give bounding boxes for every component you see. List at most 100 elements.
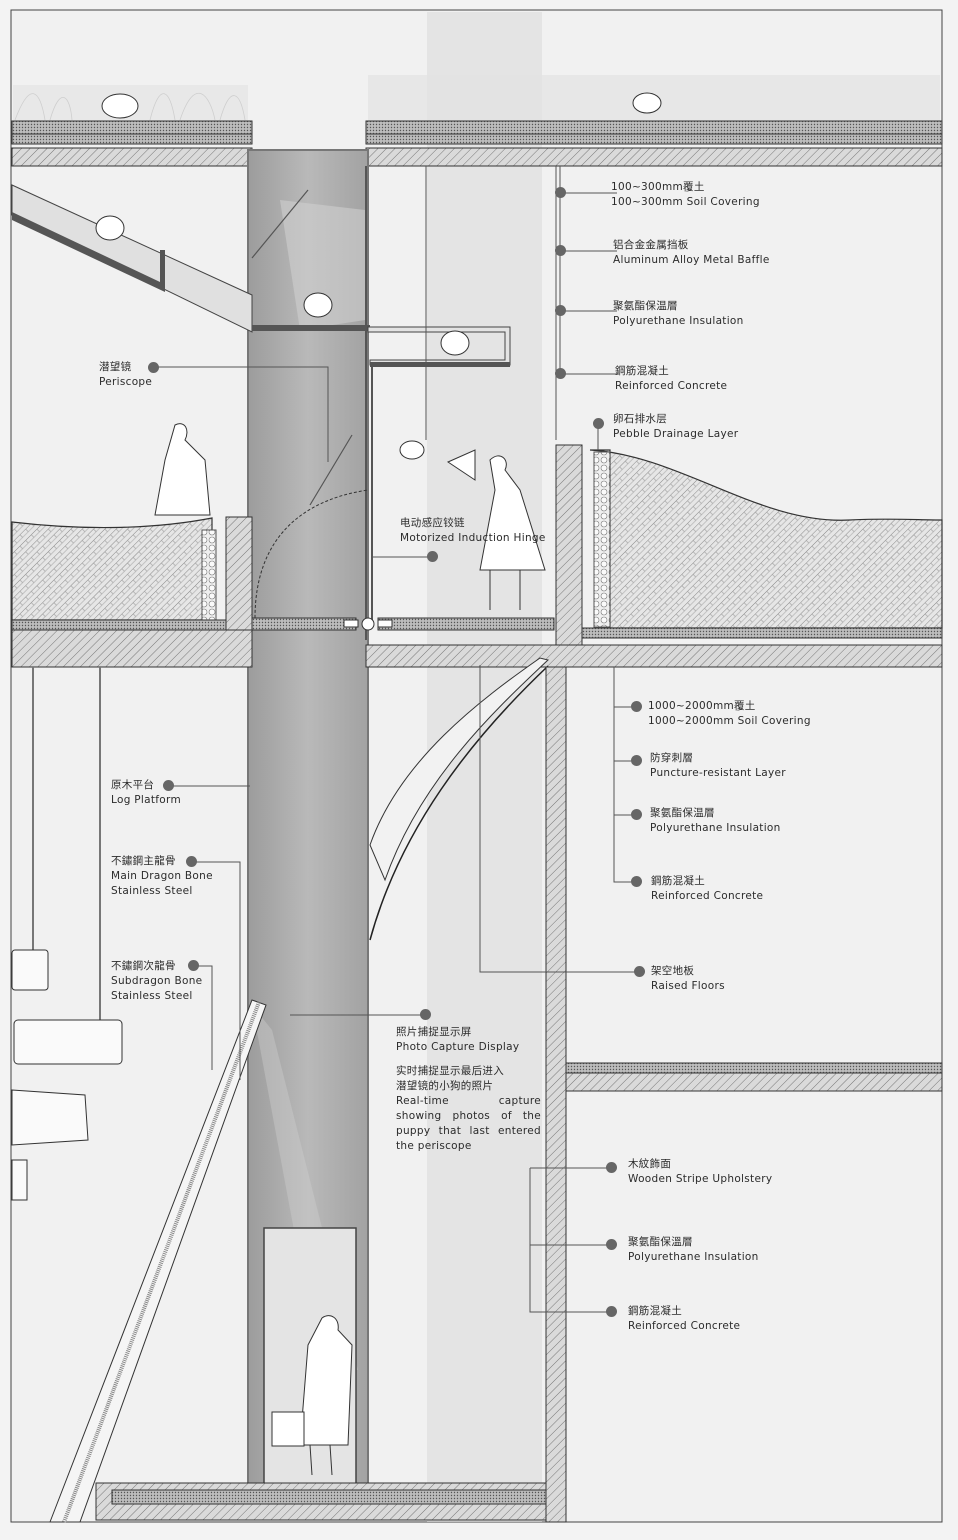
log-stack	[11, 949, 123, 1201]
callout-en: Subdragon Bone	[111, 975, 203, 987]
callout-en: Pebble Drainage Layer	[613, 428, 739, 440]
puppies	[95, 92, 662, 460]
puppy-icon	[440, 330, 470, 356]
floor-slab-left	[11, 629, 253, 668]
megaphone-icon	[446, 449, 476, 481]
woman-megaphone-figure	[479, 455, 546, 610]
callout-zh: 鋼筋混凝土	[628, 1305, 682, 1317]
periscope-mirror-mid	[309, 434, 353, 506]
dog-ramp	[11, 184, 253, 333]
light-cone-top	[280, 200, 365, 330]
callout-mid-insulation: 聚氨酯保温層 Polyurethane Insulation	[650, 806, 781, 836]
callout-en: 1000~2000mm Soil Covering	[648, 715, 811, 727]
roof-slab-left	[11, 120, 253, 167]
callout-roof-insulation: 聚氨酯保温層 Polyurethane Insulation	[613, 299, 744, 329]
leader-dot	[555, 305, 566, 316]
callout-zh: 电动感应铰链	[400, 517, 465, 529]
callout-zh: 潜望镜的小狗的照片	[396, 1080, 494, 1092]
shopping-bag-icon	[271, 1411, 305, 1447]
figures	[154, 423, 546, 1476]
leader-dot	[606, 1239, 617, 1250]
visitor-figure	[299, 1315, 353, 1476]
callout-zh: 潜望镜	[99, 361, 132, 373]
leader-dot	[555, 245, 566, 256]
callout-wood-stripe: 木紋飾面 Wooden Stripe Upholstery	[628, 1157, 772, 1187]
ramp-edge	[12, 212, 165, 292]
callout-zh: 实时捕捉显示最后进入	[396, 1065, 504, 1077]
leader-dot	[634, 966, 645, 977]
callout-deep-soil: 1000~2000mm覆土 1000~2000mm Soil Covering	[648, 699, 811, 729]
callout-en: Reinforced Concrete	[628, 1320, 741, 1332]
leader-dot	[593, 418, 604, 429]
door-swing-arc	[254, 489, 369, 619]
callout-low-insulation: 聚氨酯保溫層 Polyurethane Insulation	[628, 1235, 759, 1265]
roof-slab-right	[365, 120, 943, 167]
callout-en: Reinforced Concrete	[651, 890, 764, 902]
floor-slab-mid-right	[565, 1072, 943, 1092]
callout-mid-concrete: 鋼筋混凝土 Reinforced Concrete	[651, 874, 763, 904]
leader-dot	[555, 368, 566, 379]
shaft-ledge	[252, 325, 370, 331]
callout-en: Raised Floors	[651, 980, 725, 992]
callout-log-platform: 原木平台 Log Platform	[111, 778, 181, 808]
leader-dot	[606, 1306, 617, 1317]
callout-zh: 防穿刺層	[650, 752, 694, 764]
callout-main-bone: 不鏽鋼主龍骨 Main Dragon Bone Stainless Steel	[111, 854, 213, 899]
callout-en: Stainless Steel	[111, 990, 193, 1002]
callout-zh: 鋼筋混凝土	[651, 875, 705, 887]
callout-roof-baffle: 铝合金金属挡板 Aluminum Alloy Metal Baffle	[613, 238, 770, 268]
man-figure	[154, 423, 211, 516]
callout-zh: 木紋飾面	[628, 1158, 672, 1170]
callout-en: Periscope	[99, 376, 153, 388]
callout-sub-bone: 不鏽鋼次龍骨 Subdragon Bone Stainless Steel	[111, 959, 202, 1004]
leader-dot	[188, 960, 199, 971]
dog-tray	[367, 326, 511, 366]
callout-zh: 鋼筋混凝土	[615, 365, 669, 377]
callout-zh: 架空地板	[651, 965, 695, 977]
arch-strut	[369, 657, 550, 882]
callout-en: Photo Capture Display	[396, 1041, 520, 1053]
callout-zh: 100~300mm覆土	[611, 181, 705, 193]
callout-zh: 铝合金金属挡板	[613, 239, 689, 251]
callout-en: Puncture-resistant Layer	[650, 767, 786, 779]
callout-en: Main Dragon Bone	[111, 870, 213, 882]
callout-en: Log Platform	[111, 794, 181, 806]
callout-zh: 聚氨酯保温層	[650, 807, 715, 819]
callout-en: Polyurethane Insulation	[650, 822, 781, 834]
leader-dot	[427, 551, 438, 562]
callout-zh: 1000~2000mm覆土	[648, 700, 756, 712]
leader-dot	[606, 1162, 617, 1173]
callout-en: 100~300mm Soil Covering	[611, 196, 760, 208]
callout-roof-soil: 100~300mm覆土 100~300mm Soil Covering	[611, 180, 760, 210]
puppy-icon	[101, 93, 139, 119]
callout-en: Motorized Induction Hinge	[400, 532, 546, 544]
callout-low-concrete: 鋼筋混凝土 Reinforced Concrete	[628, 1304, 740, 1334]
callout-zh: 原木平台	[111, 779, 155, 791]
leader-dot	[631, 876, 642, 887]
deep-soil-mound	[589, 449, 943, 629]
puppy-icon	[632, 92, 662, 114]
pebble-drainage	[593, 451, 611, 628]
leader-dot	[186, 856, 197, 867]
callout-puncture: 防穿刺層 Puncture-resistant Layer	[650, 751, 786, 781]
leader-dot	[148, 362, 159, 373]
callout-zh: 卵石排水层	[613, 413, 667, 425]
callout-pebble-drainage: 卵石排水层 Pebble Drainage Layer	[613, 412, 738, 442]
leader-dot	[631, 755, 642, 766]
floor-slab-right	[365, 644, 943, 668]
callout-en: Real-time capture showing photos of the …	[396, 1095, 541, 1152]
hinge-pivot	[361, 617, 375, 631]
retaining-wall-right	[555, 444, 583, 668]
callout-en: Stainless Steel	[111, 885, 193, 897]
callout-zh: 照片捕捉显示屏	[396, 1026, 472, 1038]
puppy-icon	[303, 292, 333, 318]
callout-hinge: 电动感应铰链 Motorized Induction Hinge	[400, 516, 546, 546]
leader-dot	[163, 780, 174, 791]
callout-roof-concrete: 鋼筋混凝土 Reinforced Concrete	[615, 364, 727, 394]
callout-en: Polyurethane Insulation	[628, 1251, 759, 1263]
leader-dot	[420, 1009, 431, 1020]
callout-photo-display: 照片捕捉显示屏 Photo Capture Display	[396, 1025, 519, 1055]
puppy-icon	[95, 215, 125, 241]
